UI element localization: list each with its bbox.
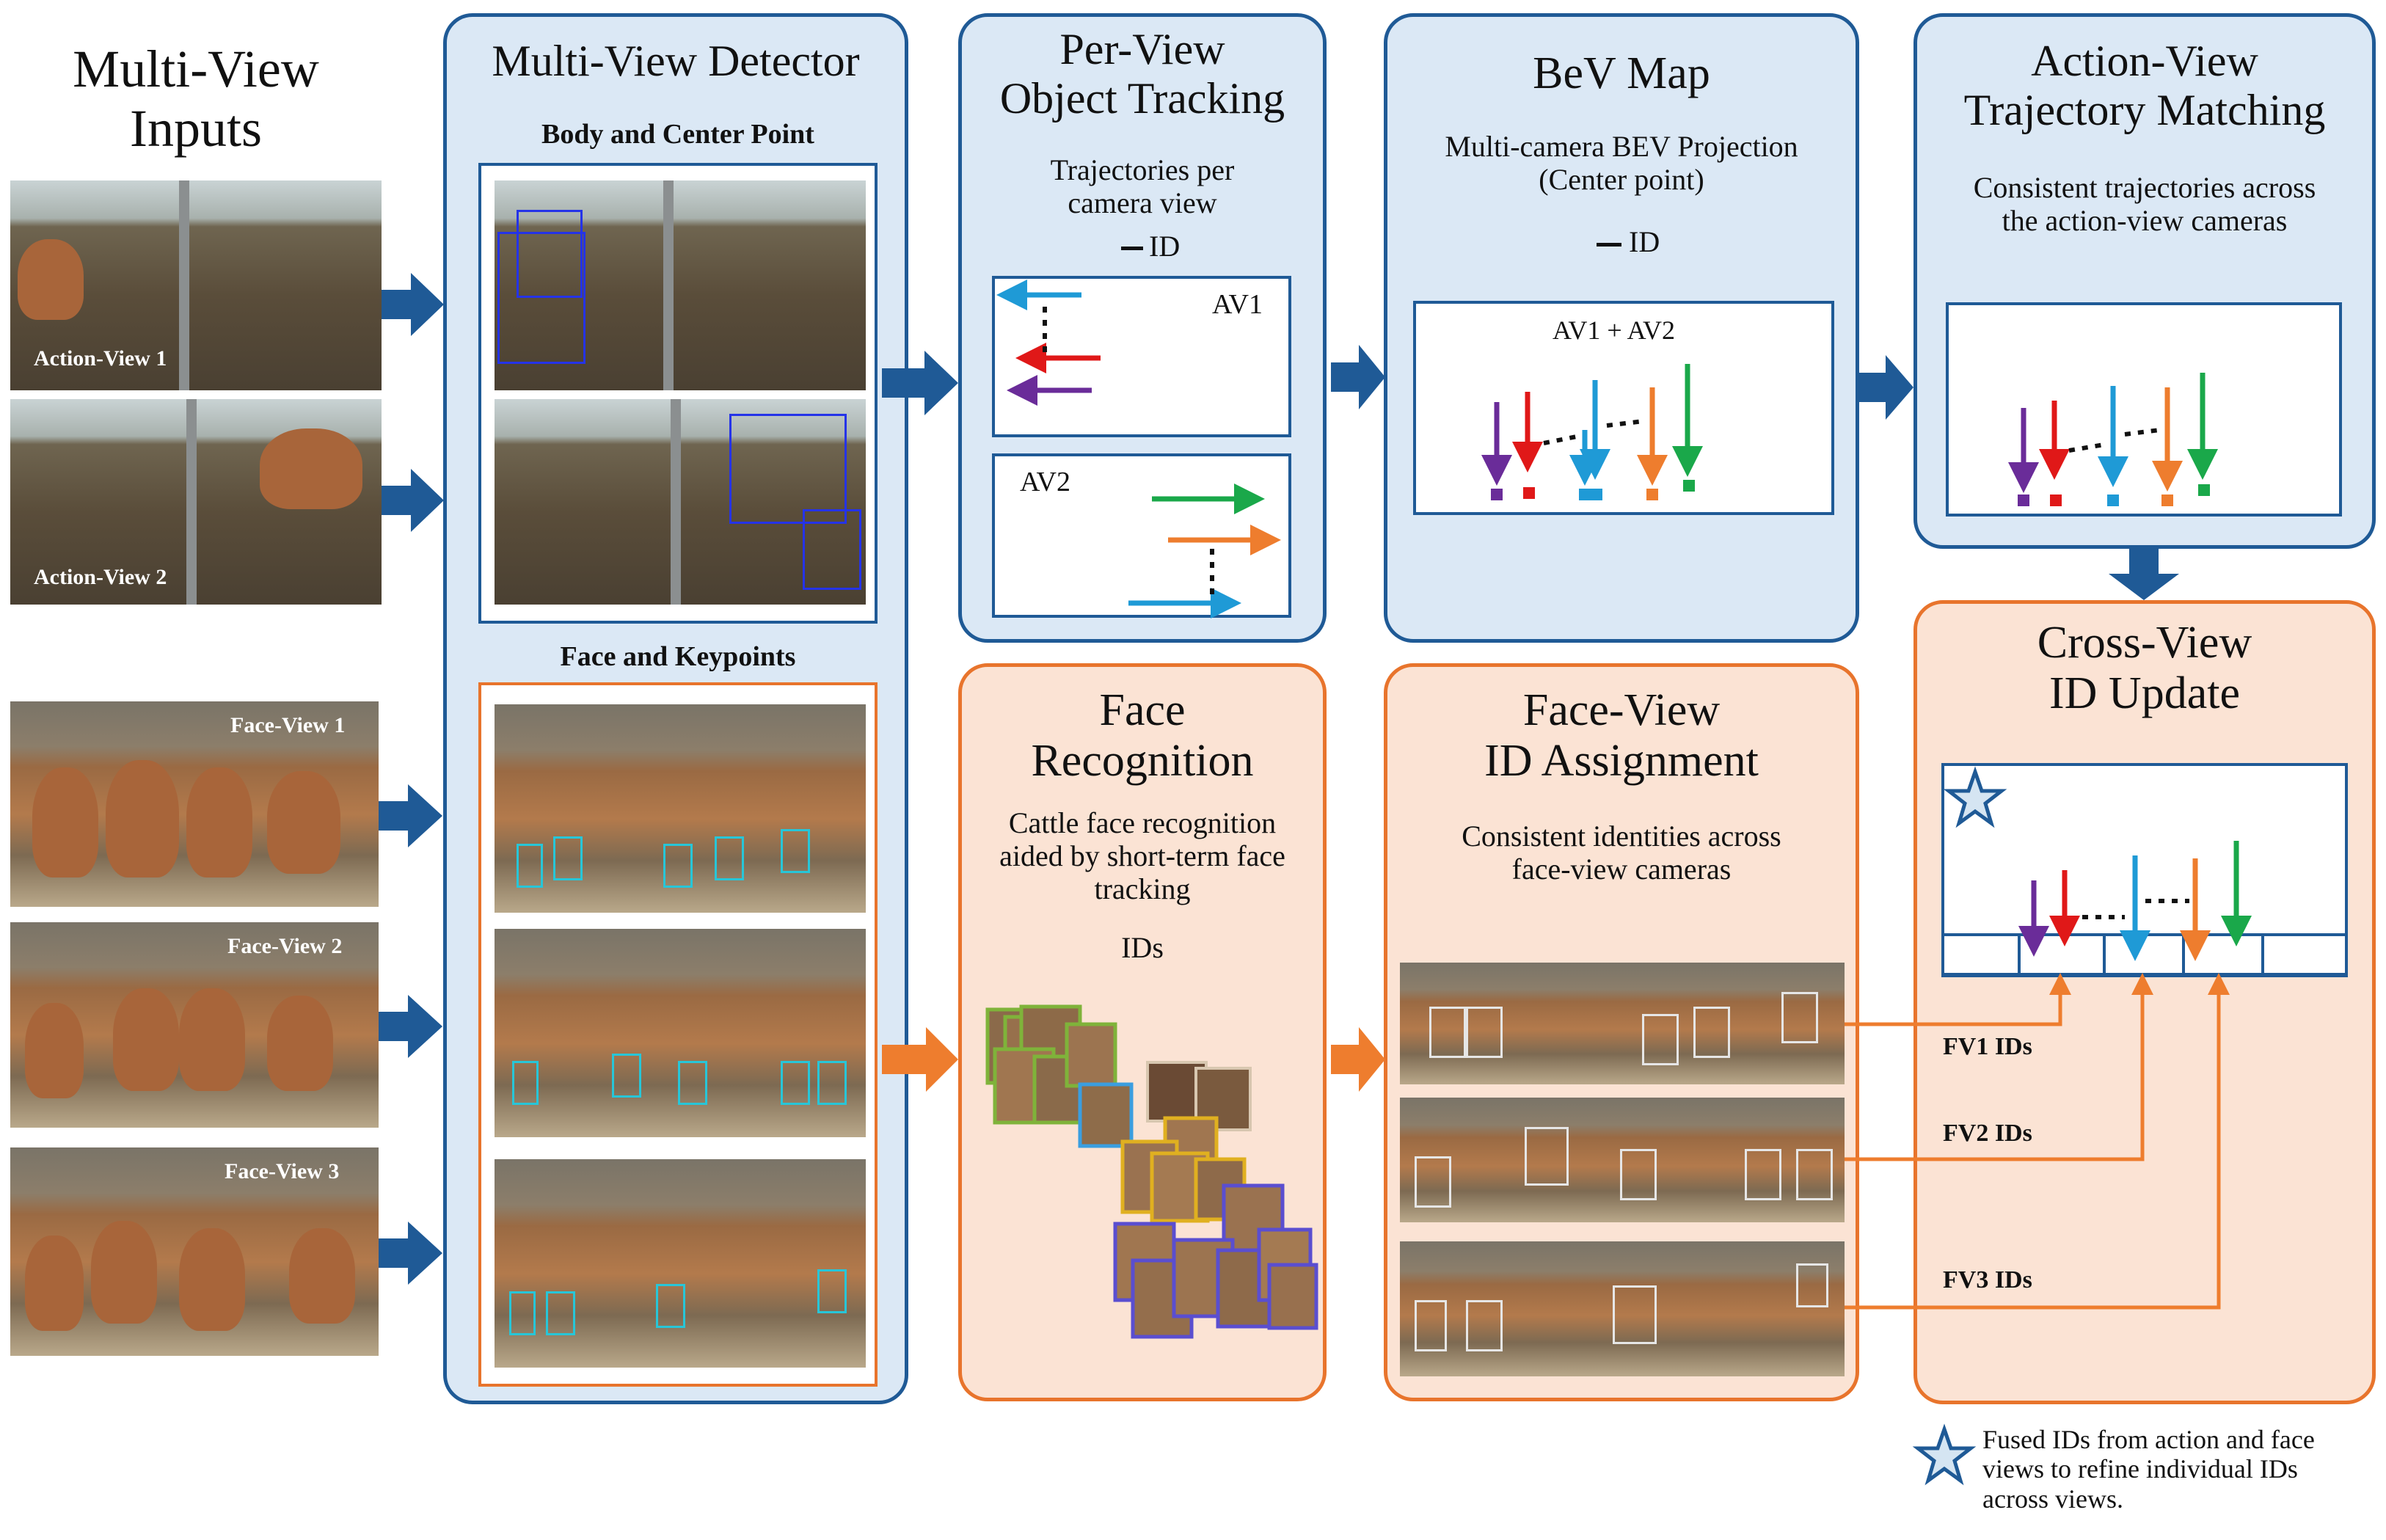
flow-arrows-orange: [882, 1027, 1385, 1092]
av2-track-box: [992, 453, 1291, 618]
matching-point-orange: [2161, 495, 2173, 506]
face-recognition-desc: Cattle face recognition aided by short-t…: [999, 806, 1285, 905]
bev-point-red: [1523, 487, 1535, 499]
tracking-desc: Trajectories per camera view: [1050, 153, 1235, 219]
av2-trajectories: [1128, 483, 1281, 618]
action-view-1-image: Action-View 1: [10, 180, 382, 390]
body-detection-title: Body and Center Point: [541, 119, 814, 150]
body-detection-image-1: [495, 180, 866, 390]
matching-points: [2018, 484, 2210, 506]
arrow-fv3-to-detector: [379, 1222, 442, 1285]
footnote-star-icon: [1912, 1423, 1977, 1486]
arrow-detector-to-face-recognition: [882, 1027, 958, 1092]
bev-trajectories: [1481, 364, 1703, 486]
matching-trajectories: [2008, 373, 2218, 493]
arrow-fv1-to-detector: [379, 784, 442, 847]
tracking-id-legend: ID: [1149, 230, 1181, 263]
face-view-1-label: Face-View 1: [230, 713, 346, 737]
face-assignment-title: Face-View ID Assignment: [1484, 685, 1759, 787]
face-detection-title: Face and Keypoints: [560, 641, 796, 672]
body-detection-image-2: [495, 399, 866, 605]
tracking-id-legend-mark: [1121, 247, 1143, 250]
matching-title: Action-View Trajectory Matching: [1963, 37, 2326, 135]
matching-desc: Consistent trajectories across the actio…: [1973, 171, 2316, 237]
bev-center-points: [1491, 480, 1695, 500]
face-assignment-image-1: [1400, 963, 1845, 1084]
fv2-connector: [1845, 973, 2153, 1161]
matching-point-red: [2050, 495, 2062, 506]
bev-gap-1: [1543, 434, 1581, 445]
star-footnote: Fused IDs from action and face views to …: [1982, 1425, 2315, 1514]
flow-arrows-blue: [379, 273, 2179, 1285]
bev-id-legend-mark: [1597, 243, 1621, 247]
face-view-3-label: Face-View 3: [225, 1159, 340, 1183]
arrow-tracking-to-bev: [1331, 345, 1385, 409]
face-view-2-image: Face-View 2: [10, 922, 379, 1128]
av1-trajectories: [996, 280, 1101, 406]
av1-label: AV1: [1212, 289, 1263, 320]
face-detection-image-2: [495, 929, 866, 1137]
faceview-connectors: [1845, 973, 2230, 1310]
arrow-av2-to-detector: [382, 469, 444, 532]
bev-point-purple: [1491, 489, 1503, 500]
matching-gap-1: [2068, 442, 2105, 453]
bev-point-green: [1683, 480, 1695, 492]
action-view-1-label: Action-View 1: [34, 346, 167, 371]
arrow-detector-to-tracking: [882, 351, 958, 415]
arrow-bev-to-matching: [1859, 355, 1913, 420]
bev-map-box: [1413, 301, 1834, 515]
bev-title: BeV Map: [1533, 48, 1710, 98]
av1-track-box: [992, 276, 1291, 437]
arrow-fv2-to-detector: [379, 995, 442, 1058]
fv2-ids-label: FV2 IDs: [1943, 1120, 2032, 1147]
inputs-title: Multi-View Inputs: [73, 40, 319, 158]
arrow-matching-to-crossview: [2109, 549, 2179, 600]
fv1-connector: [1845, 973, 2071, 1026]
action-view-2-label: Action-View 2: [34, 565, 167, 589]
face-view-1-image: Face-View 1: [10, 701, 379, 907]
fv1-ids-label: FV1 IDs: [1943, 1033, 2032, 1060]
face-recognition-ids: IDs: [1121, 931, 1164, 964]
face-detection-image-3: [495, 1159, 866, 1368]
face-detection-image-1: [495, 704, 866, 913]
bev-gap-2: [1606, 419, 1644, 428]
arrow-face-recognition-to-assignment: [1331, 1027, 1385, 1092]
bev-point-cyan-1: [1579, 489, 1591, 500]
face-recognition-collage: [985, 1004, 1318, 1339]
bev-point-orange: [1646, 489, 1658, 500]
face-assignment-image-3: [1400, 1241, 1845, 1376]
face-assignment-image-2: [1400, 1098, 1845, 1222]
arrow-av1-to-detector: [382, 273, 444, 336]
crossview-title: Cross-View ID Update: [2037, 618, 2252, 719]
bev-id-legend: ID: [1629, 225, 1660, 258]
bev-desc: Multi-camera BEV Projection (Center poin…: [1445, 130, 1798, 196]
crossview-id-strip: [1941, 933, 2348, 977]
bev-point-cyan-2: [1591, 489, 1602, 500]
tracking-title: Per-View Object Tracking: [999, 25, 1285, 123]
bev-map-label: AV1 + AV2: [1553, 315, 1676, 345]
matching-point-cyan: [2107, 495, 2119, 506]
face-view-3-image: Face-View 3: [10, 1147, 379, 1356]
matching-gap-2: [2124, 428, 2161, 437]
fv3-ids-label: FV3 IDs: [1943, 1266, 2032, 1293]
av2-label: AV2: [1020, 467, 1070, 497]
detector-title: Multi-View Detector: [492, 37, 860, 85]
crossview-star-icon: [1943, 766, 2007, 828]
matching-point-purple: [2018, 495, 2029, 506]
crossview-trajectories: [2018, 841, 2252, 961]
fv3-connector: [1845, 973, 2230, 1310]
face-view-2-label: Face-View 2: [227, 934, 343, 958]
matching-point-green: [2198, 484, 2210, 496]
face-assignment-desc: Consistent identities across face-view c…: [1462, 820, 1781, 886]
crossview-panel: [1913, 600, 2376, 1404]
face-recognition-title: Face Recognition: [1031, 685, 1254, 787]
action-view-2-image: Action-View 2: [10, 399, 382, 605]
